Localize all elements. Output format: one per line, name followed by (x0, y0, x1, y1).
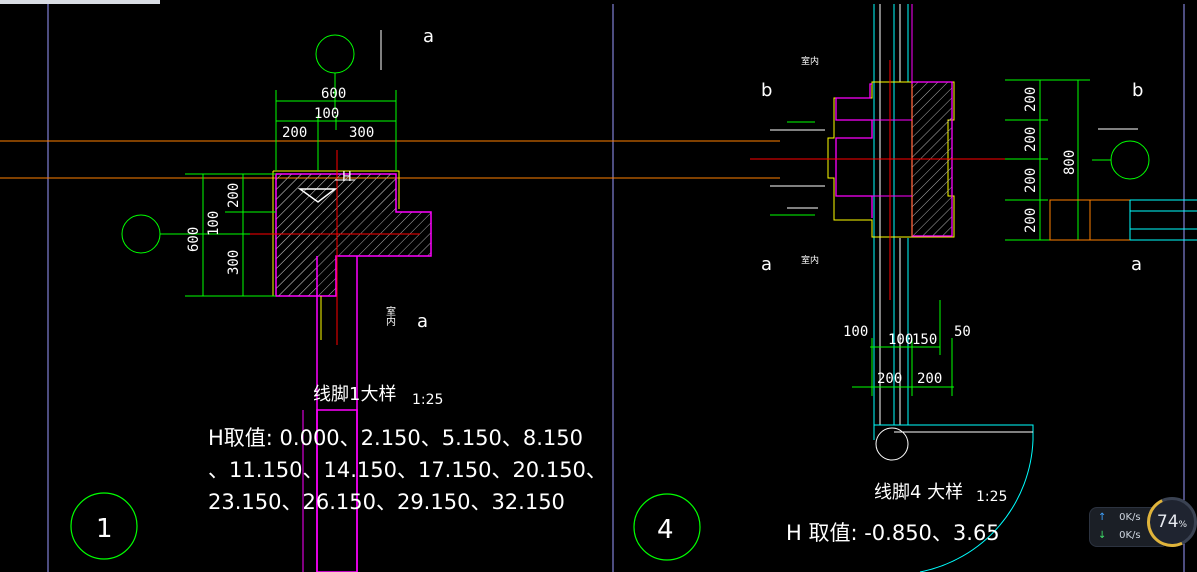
axis-bubble-top (315, 34, 355, 74)
detail-4-drawing (633, 4, 1197, 572)
detail-1-h-values-line-2: 、11.150、14.150、17.150、20.150、 (208, 458, 607, 482)
detail-4-axis-b-right: b (1132, 80, 1143, 101)
elevation-marker: H (342, 170, 352, 185)
dim-v-600: 600 (186, 227, 202, 252)
dim-4-b-100b: 100 (888, 332, 913, 348)
dim-v-100: 100 (206, 211, 222, 236)
detail-4-scale: 1:25 (976, 489, 1007, 505)
detail-1-axis-bottom: a (417, 311, 428, 332)
detail-4-room-top: 室内 (801, 55, 819, 67)
dim-4-b-100a: 100 (843, 324, 868, 340)
download-arrow-icon: ↓ (1098, 530, 1107, 541)
dim-4-v-total: 800 (1062, 150, 1078, 175)
dim-4-v-4: 200 (1023, 208, 1039, 233)
usage-percent-unit: % (1178, 520, 1188, 530)
axis-bubble-left (121, 214, 161, 254)
usage-gauge[interactable]: 74% (1139, 489, 1197, 555)
dim-h-200: 200 (282, 125, 307, 141)
dim-4-v-1: 200 (1023, 87, 1039, 112)
detail-1-drawing (70, 30, 432, 572)
detail-1-axis-top: a (423, 26, 434, 47)
detail-1-h-values-line-3: 23.150、26.150、29.150、32.150 (208, 490, 565, 514)
upload-speed: 0K/s (1119, 512, 1141, 523)
detail-1-room-label: 室内 (384, 305, 396, 327)
detail-1-bubble (70, 492, 138, 560)
dim-4-b-150: 150 (912, 332, 937, 348)
dim-h-100: 100 (314, 106, 339, 122)
detail-1-title: 线脚1大样 (313, 384, 396, 405)
detail-4-title: 线脚4 大样 (874, 482, 963, 503)
network-monitor-widget[interactable]: ↑ 0K/s ↓ 0K/s 74% (1089, 489, 1197, 572)
detail-4-axis-a-left: a (761, 254, 772, 275)
detail-1-scale: 1:25 (412, 392, 443, 408)
dim-4-b-50: 50 (954, 324, 971, 340)
dim-4-b-200b: 200 (917, 371, 942, 387)
detail-4-number: 4 (657, 515, 674, 545)
detail-4-bubble (633, 493, 701, 561)
dim-4-v-2: 200 (1023, 127, 1039, 152)
window-top-edge (0, 0, 160, 4)
detail-1-h-values-line-1: H取值: 0.000、2.150、5.150、8.150 (208, 426, 583, 450)
detail-4-axis-b-left: b (761, 80, 772, 101)
download-speed: 0K/s (1119, 530, 1141, 541)
dim-4-b-200a: 200 (877, 371, 902, 387)
usage-percent: 74 (1156, 512, 1179, 532)
detail-4-room-bottom: 室内 (801, 254, 819, 266)
upload-arrow-icon: ↑ (1098, 512, 1107, 523)
dim-4-v-3: 200 (1023, 168, 1039, 193)
dim-v-300: 300 (226, 250, 242, 275)
dim-v-200: 200 (226, 183, 242, 208)
dim-h-300: 300 (349, 125, 374, 141)
detail-1-number: 1 (96, 514, 113, 544)
detail-4-h-values: H 取值: -0.850、3.65 (786, 521, 1000, 545)
dim-h-600: 600 (321, 86, 346, 102)
detail-4-axis-a-right: a (1131, 254, 1142, 275)
